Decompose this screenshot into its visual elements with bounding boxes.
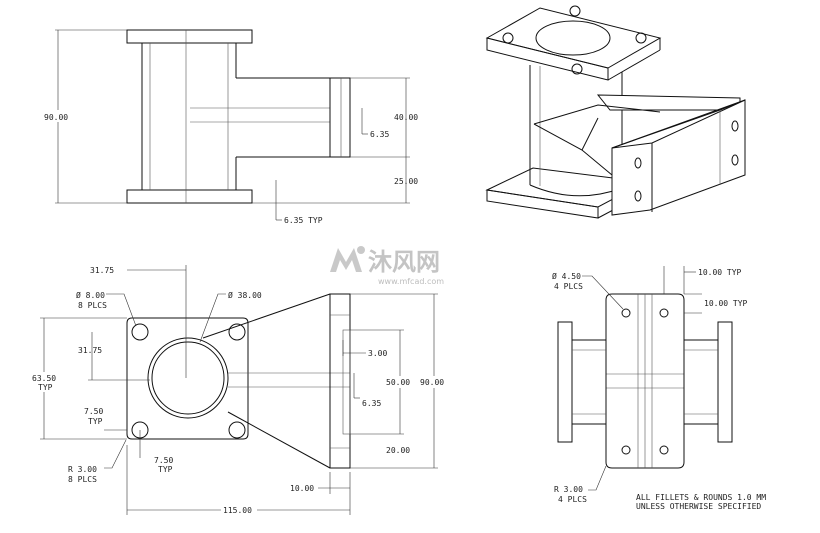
top-dim-7-50-h: 7.50 (154, 456, 173, 465)
top-dim-7-50-h-typ: TYP (158, 465, 173, 474)
watermark-url: www.mfcad.com (378, 277, 444, 286)
watermark-brand: 沐风网 (368, 248, 440, 276)
top-dim-63-50-typ: TYP (38, 383, 53, 392)
mfcad-watermark: 沐风网 www.mfcad.com (330, 246, 444, 286)
isometric-view (485, 5, 746, 219)
top-dim-bore: Ø 38.00 (228, 290, 262, 300)
top-dim-31-75-h: 31.75 (90, 266, 114, 275)
top-dim-90-00: 90.00 (420, 378, 444, 387)
mfcad-logo-icon (330, 246, 365, 272)
side-dim-hole-count: 4 PLCS (554, 282, 583, 291)
top-dim-7-50-v-typ: TYP (88, 417, 103, 426)
top-dim-63-50: 63.50 (32, 374, 56, 383)
front-dim-6-35-typ: 6.35 TYP (284, 216, 323, 225)
top-dim-corner-r: R 3.00 (68, 465, 97, 474)
front-dim-25: 25.00 (394, 177, 418, 186)
top-dim-corner-count: 8 PLCS (68, 475, 97, 484)
side-dim-hole-dia: Ø 4.50 (552, 271, 581, 281)
general-note-line2: UNLESS OTHERWISE SPECIFIED (636, 502, 761, 511)
side-view: Ø 4.50 4 PLCS 10.00 TYP 10.00 TYP R 3.00… (552, 266, 766, 511)
side-dim-spacing-v: 10.00 TYP (704, 299, 748, 308)
side-dim-corner-count: 4 PLCS (558, 495, 587, 504)
side-dim-corner-r: R 3.00 (554, 485, 583, 494)
side-dim-spacing-h: 10.00 TYP (698, 268, 742, 277)
top-dim-50-00: 50.00 (386, 378, 410, 387)
front-view: 90.00 40.00 25.00 6.35 6.35 TYP (40, 29, 418, 225)
top-dim-6-35: 6.35 (362, 399, 381, 408)
top-dim-31-75-v: 31.75 (78, 346, 102, 355)
top-dim-7-50-v: 7.50 (84, 407, 103, 416)
top-dim-hole-dia: Ø 8.00 (76, 290, 105, 300)
top-dim-10-00: 10.00 (290, 484, 314, 493)
top-dim-115-00: 115.00 (223, 506, 252, 515)
front-dim-90: 90.00 (44, 113, 68, 122)
top-view: 31.75 Ø 8.00 8 PLCS Ø 38.00 31.75 63.50 … (30, 265, 450, 515)
general-note-line1: ALL FILLETS & ROUNDS 1.0 MM (636, 493, 766, 502)
front-dim-40: 40.00 (394, 113, 418, 122)
top-dim-hole-count: 8 PLCS (78, 301, 107, 310)
front-dim-6-35: 6.35 (370, 130, 389, 139)
top-dim-3-00: 3.00 (368, 349, 387, 358)
top-dim-20-00: 20.00 (386, 446, 410, 455)
